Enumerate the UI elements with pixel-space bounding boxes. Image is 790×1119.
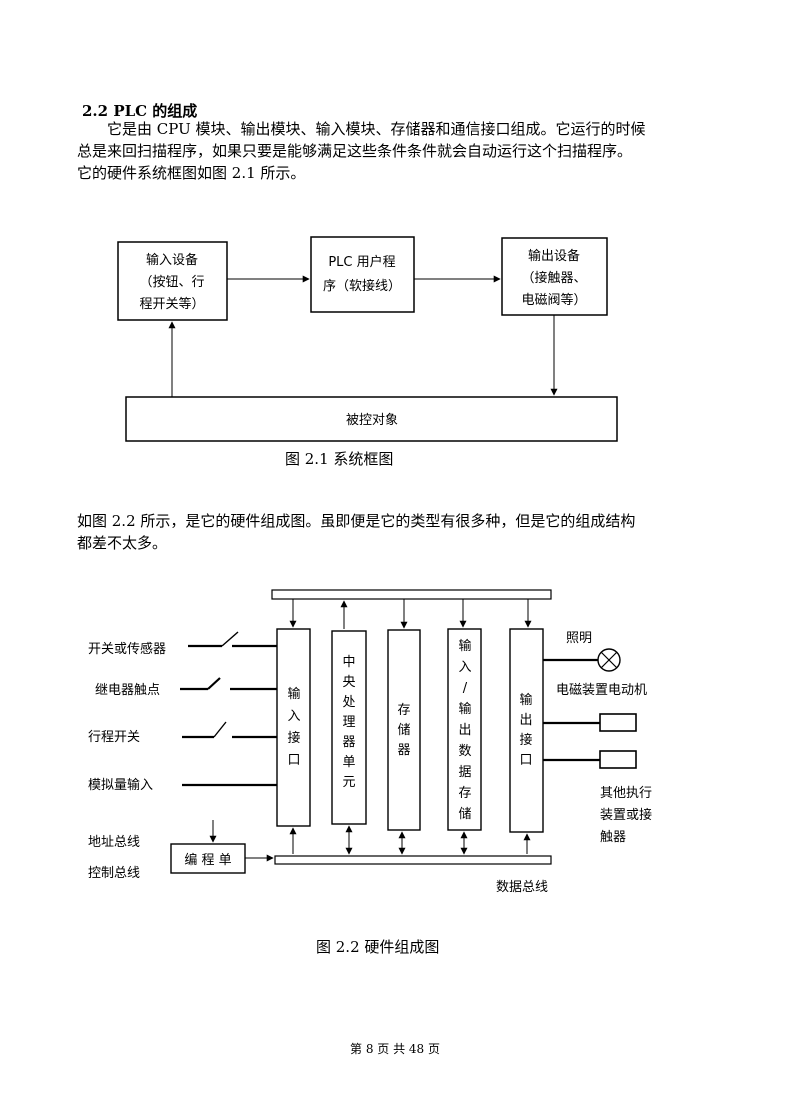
para2-line-1: 如图 2.2 所示，是它的硬件组成图。虽即便是它的类型有很多种，但是它的组成结构 xyxy=(77,512,636,530)
col5-char-2: 出 xyxy=(519,713,532,728)
col2-char-2: 央 xyxy=(342,675,355,690)
fig1-input-line-3: 程开关等） xyxy=(139,296,204,312)
col4-char-9: 储 xyxy=(458,807,471,822)
fig1-output-line-1: 输出设备 xyxy=(528,248,580,264)
paragraph-hardware: 如图 2.2 所示，是它的硬件组成图。虽即便是它的类型有很多种，但是它的组成结构… xyxy=(77,510,717,554)
fig2-col-input-interface xyxy=(276,628,311,827)
paragraph-intro: 它是由 CPU 模块、输出模块、输入模块、存储器和通信接口组成。它运行的时候 总… xyxy=(77,118,717,184)
output-label-motor: 电磁装置电动机 xyxy=(556,683,647,698)
switch-3-blade xyxy=(213,721,227,738)
col1-char-4: 口 xyxy=(287,753,300,768)
col4-char-3: / xyxy=(463,681,468,696)
col4-char-8: 存 xyxy=(458,786,471,801)
actuator-2-box xyxy=(599,750,637,769)
section-heading: 2.2 PLC 的组成 xyxy=(82,102,198,120)
bus-label-address: 地址总线 xyxy=(88,835,140,850)
col5-char-4: 口 xyxy=(519,753,532,768)
fig1-controlled-box xyxy=(125,396,618,442)
output-label-other-3: 触器 xyxy=(600,830,626,845)
col2-char-1: 中 xyxy=(342,655,355,670)
fig2-col-cpu xyxy=(331,630,367,825)
col5-char-3: 接 xyxy=(519,732,532,748)
fig2-col-output-interface xyxy=(509,628,544,833)
switch-1-blade xyxy=(221,631,239,647)
fig1-system-diagram: 输入设备 （按钮、行 程开关等） PLC 用户程 序（软接线） 输出设备 （接触… xyxy=(117,236,618,442)
col4-char-5: 出 xyxy=(458,723,471,738)
bus-label-control: 控制总线 xyxy=(88,866,140,881)
para1-line-3: 它的硬件系统框图如图 2.1 所示。 xyxy=(77,164,306,182)
fig2-top-bus xyxy=(271,589,552,600)
col4-char-2: 入 xyxy=(458,660,471,675)
col4-char-4: 输 xyxy=(458,701,471,717)
lamp-icon xyxy=(597,648,621,672)
fig1-plc-box xyxy=(310,236,415,313)
col4-char-6: 数 xyxy=(458,744,471,759)
col1-char-2: 入 xyxy=(287,709,300,724)
para1-line-2: 总是来回扫描程序，如果只要是能够满足这些条件条件就会自动运行这个扫描程序。 xyxy=(77,142,633,160)
col2-char-5: 器 xyxy=(342,735,355,750)
input-label-relay: 继电器触点 xyxy=(95,683,160,698)
fig2-col-memory xyxy=(387,629,421,831)
actuator-1-box xyxy=(599,713,637,732)
fig2-caption: 图 2.2 硬件组成图 xyxy=(316,938,440,956)
lamp-cross-b xyxy=(600,651,618,669)
fig1-output-line-3: 电磁阀等） xyxy=(521,292,586,308)
fig2-col-io-storage xyxy=(447,628,482,831)
col1-char-1: 输 xyxy=(287,686,300,702)
col3-char-1: 存 xyxy=(397,703,410,718)
page-footer: 第 8 页 共 48 页 xyxy=(350,1042,440,1056)
fig2-data-bus xyxy=(274,855,552,865)
col3-char-3: 器 xyxy=(397,743,410,758)
fig1-controlled-label: 被控对象 xyxy=(346,413,398,428)
data-bus-label: 数据总线 xyxy=(496,880,548,895)
input-label-analog: 模拟量输入 xyxy=(88,777,153,793)
col2-char-3: 处 xyxy=(342,695,355,710)
output-label-other-2: 装置或接 xyxy=(600,807,652,823)
fig1-caption: 图 2.1 系统框图 xyxy=(285,450,394,468)
fig1-input-line-1: 输入设备 xyxy=(146,252,198,268)
para2-line-2: 都差不太多。 xyxy=(77,534,168,552)
fig1-output-line-2: （接触器、 xyxy=(521,270,586,286)
fig1-plc-line-2: 序（软接线） xyxy=(323,278,401,294)
col5-char-1: 输 xyxy=(519,692,532,708)
fig1-input-box xyxy=(117,241,228,321)
output-label-lamp: 照明 xyxy=(566,631,592,646)
col2-char-7: 元 xyxy=(342,775,355,790)
fig2-programmer-label: 编 程 单 xyxy=(184,853,231,868)
fig1-input-line-2: （按钮、行 xyxy=(139,275,204,290)
input-label-switch: 开关或传感器 xyxy=(88,641,166,657)
col4-char-1: 输 xyxy=(458,638,471,654)
fig2-hardware-diagram: 输 入 接 口 中 央 处 理 器 单 元 存 储 器 输 入 / 输 出 数 … xyxy=(88,589,652,895)
col1-char-3: 接 xyxy=(287,730,300,746)
para1-line-1: 它是由 CPU 模块、输出模块、输入模块、存储器和通信接口组成。它运行的时候 xyxy=(107,120,646,138)
fig1-plc-line-1: PLC 用户程 xyxy=(328,254,395,270)
output-label-other-1: 其他执行 xyxy=(600,786,652,801)
col2-char-4: 理 xyxy=(342,715,355,730)
col4-char-7: 据 xyxy=(458,765,471,780)
switch-2-blade xyxy=(207,677,221,690)
col3-char-2: 储 xyxy=(397,723,410,738)
input-label-travel-switch: 行程开关 xyxy=(88,730,140,745)
col2-char-6: 单 xyxy=(342,755,355,770)
